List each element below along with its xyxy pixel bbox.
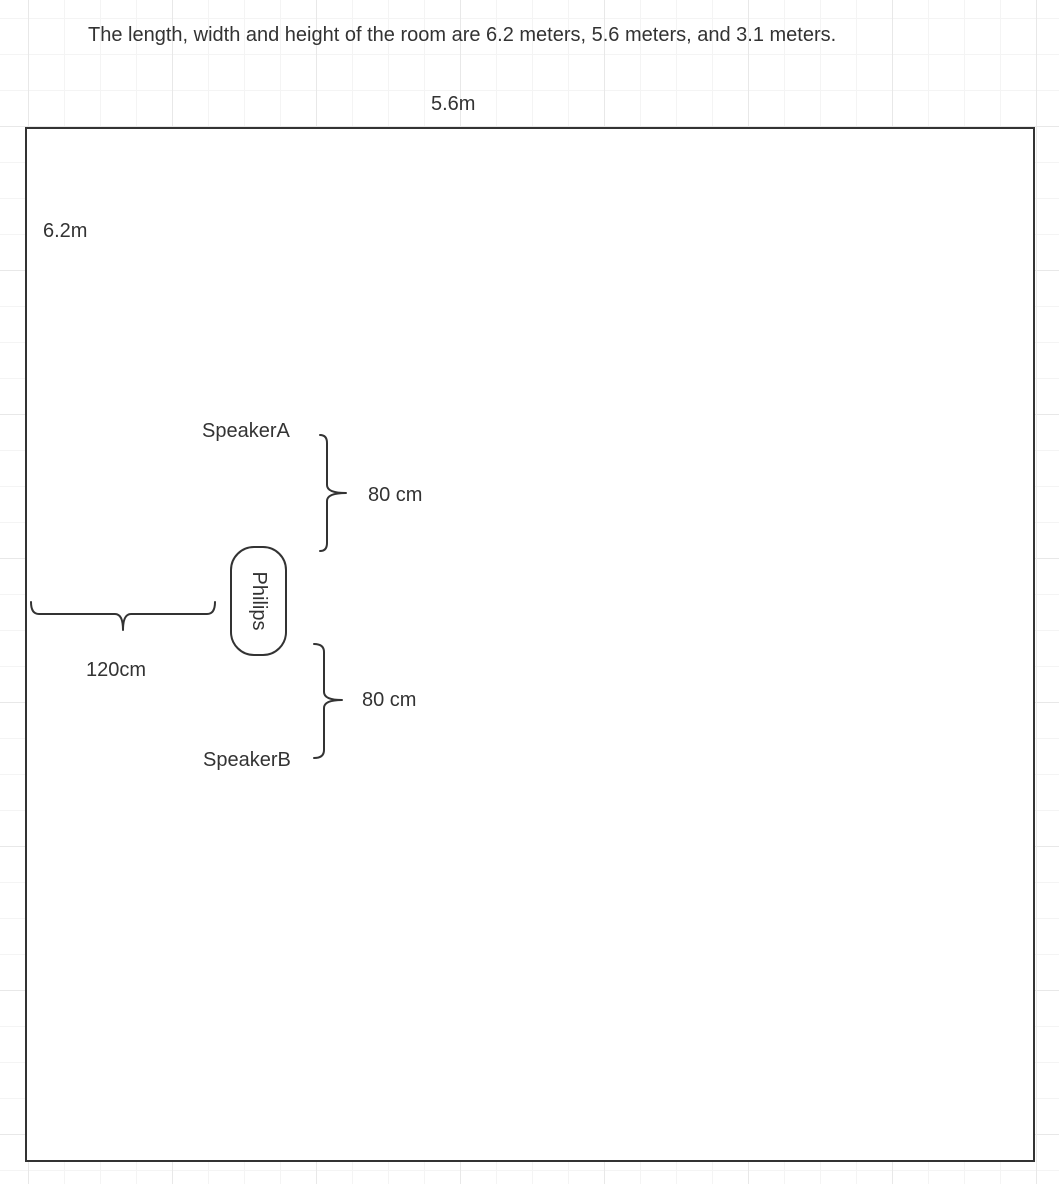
- tv-box[interactable]: Philips: [230, 546, 287, 656]
- speaker-b-gap-brace: [313, 643, 343, 759]
- speaker-a-label: SpeakerA: [202, 420, 290, 442]
- wall-distance-label: 120cm: [86, 659, 147, 681]
- speaker-a-gap-label: 80 cm: [368, 484, 423, 506]
- wall-distance-brace: [30, 601, 216, 631]
- room-width-label: 5.6m: [431, 93, 476, 115]
- diagram-title: The length, width and height of the room…: [88, 24, 837, 46]
- room-length-label: 6.2m: [43, 220, 88, 242]
- speaker-b-label: SpeakerB: [203, 749, 291, 771]
- speaker-b-gap-label: 80 cm: [362, 689, 417, 711]
- tv-label: Philips: [247, 571, 270, 631]
- speaker-a-gap-brace: [319, 434, 347, 552]
- room-outline: [25, 127, 1035, 1162]
